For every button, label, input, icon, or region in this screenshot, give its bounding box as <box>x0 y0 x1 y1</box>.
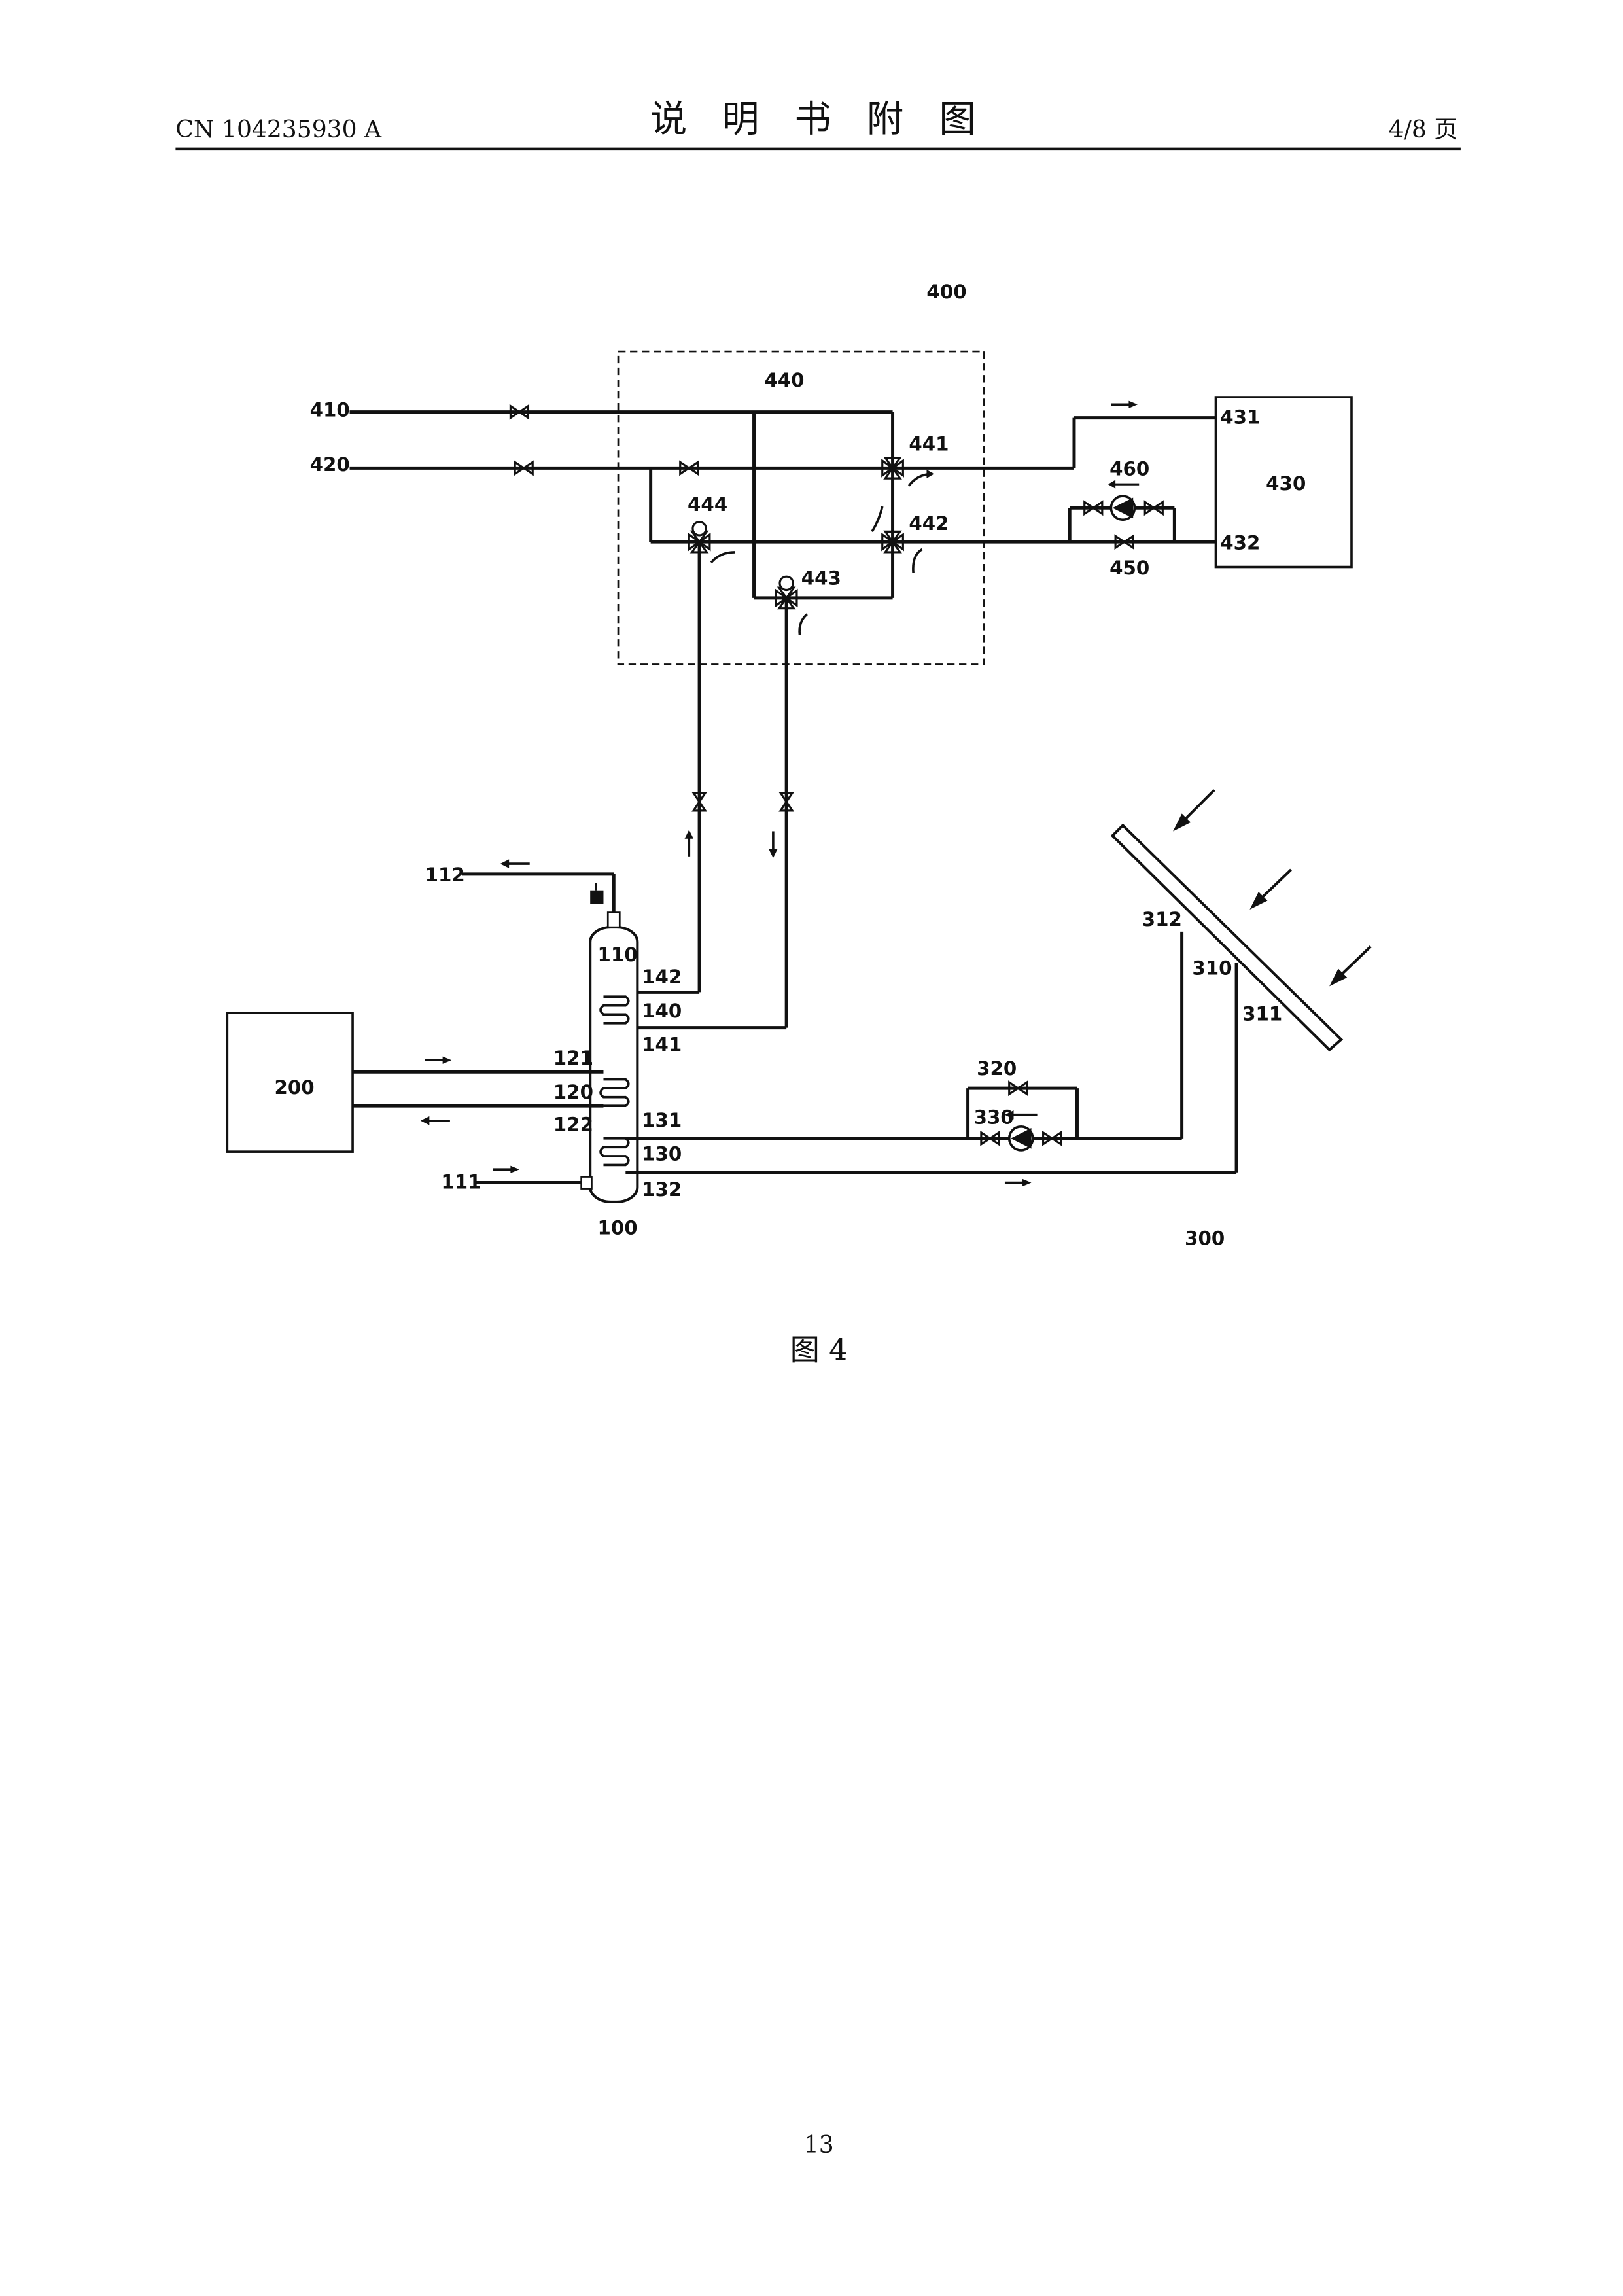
flow-arrow-330-icon <box>1004 1110 1014 1120</box>
tank-100-body <box>589 926 639 1203</box>
sunlight-arrow-3-icon <box>1329 945 1372 987</box>
header-title: 说 明 书 附 图 <box>650 98 988 141</box>
label-311: 311 <box>1242 1002 1282 1025</box>
flow-arrow-444-icon <box>710 551 735 563</box>
label-460: 460 <box>1109 458 1149 480</box>
label-112: 112 <box>425 864 465 886</box>
solar-collector-panel <box>1110 823 1344 1052</box>
actuator-444-icon <box>691 521 707 537</box>
label-430: 430 <box>1266 472 1306 495</box>
flow-arrow-442-right-icon <box>912 548 923 573</box>
figure-caption: 图 4 <box>790 1332 848 1367</box>
label-110: 110 <box>597 944 637 966</box>
label-420: 420 <box>310 453 350 476</box>
label-111: 111 <box>441 1171 481 1193</box>
label-320: 320 <box>977 1057 1017 1080</box>
coil-140-icon <box>599 995 630 1025</box>
label-132: 132 <box>642 1178 682 1201</box>
flow-arrow-442-left-icon <box>871 506 884 533</box>
label-120: 120 <box>553 1081 593 1103</box>
safety-valve-icon <box>590 890 604 904</box>
pump-460-arrowhead-icon <box>1108 480 1116 489</box>
label-131: 131 <box>642 1109 682 1131</box>
unit-430-box <box>1214 396 1353 569</box>
label-130: 130 <box>642 1143 682 1165</box>
label-312: 312 <box>1142 908 1182 930</box>
label-400: 400 <box>926 281 966 303</box>
flow-arrow-122-icon <box>420 1116 430 1125</box>
label-441: 441 <box>909 433 949 455</box>
label-440: 440 <box>764 369 804 391</box>
label-432: 432 <box>1220 531 1260 554</box>
label-121: 121 <box>553 1047 593 1069</box>
label-442: 442 <box>909 512 949 535</box>
flow-arrow-111-icon <box>491 1164 521 1174</box>
label-200: 200 <box>275 1076 315 1099</box>
pump-460-fill-icon <box>1112 497 1134 519</box>
flow-arrow-up-icon <box>684 830 694 839</box>
label-450: 450 <box>1109 557 1149 579</box>
label-310: 310 <box>1192 957 1232 979</box>
label-330: 330 <box>974 1106 1014 1128</box>
flow-arrow-132-icon <box>1003 1178 1033 1188</box>
system-diagram: 400 440 410 420 441 442 444 44 <box>226 281 1372 1367</box>
label-100: 100 <box>597 1217 637 1239</box>
label-140: 140 <box>642 1000 682 1022</box>
label-431: 431 <box>1220 406 1260 429</box>
inlet-111-fitting <box>580 1176 593 1190</box>
pump-330-fill-icon <box>1010 1128 1032 1149</box>
label-443: 443 <box>801 567 841 590</box>
flow-arrow-down-icon <box>769 849 778 858</box>
document-number: CN 104235930 A <box>175 116 382 143</box>
actuator-443-icon <box>778 575 794 592</box>
label-141: 141 <box>642 1034 682 1056</box>
coil-130-icon <box>599 1137 630 1167</box>
label-300: 300 <box>1185 1227 1225 1249</box>
flow-arrow-112-icon <box>500 859 510 868</box>
sunlight-arrow-2-icon <box>1249 868 1292 910</box>
flow-arrowhead-441-icon <box>926 469 934 479</box>
coil-120-icon <box>599 1078 630 1107</box>
tank-outlet-fitting <box>606 911 621 928</box>
label-410: 410 <box>310 398 350 421</box>
page-number: 13 <box>804 2131 834 2159</box>
label-122: 122 <box>553 1114 593 1136</box>
sunlight-arrow-1-icon <box>1173 788 1215 832</box>
control-unit-440-boundary <box>617 350 985 665</box>
flow-arrow-443-icon <box>798 613 808 635</box>
flow-arrow-121-icon <box>423 1055 453 1065</box>
page-header: CN 104235930 A 说 明 书 附 图 4/8 页 <box>175 98 1461 151</box>
page-of-total: 4/8 页 <box>1389 116 1458 143</box>
label-444: 444 <box>688 493 727 516</box>
unit-200-box <box>226 1012 354 1153</box>
flow-arrow-to-431-icon <box>1109 399 1139 410</box>
label-142: 142 <box>642 966 682 988</box>
